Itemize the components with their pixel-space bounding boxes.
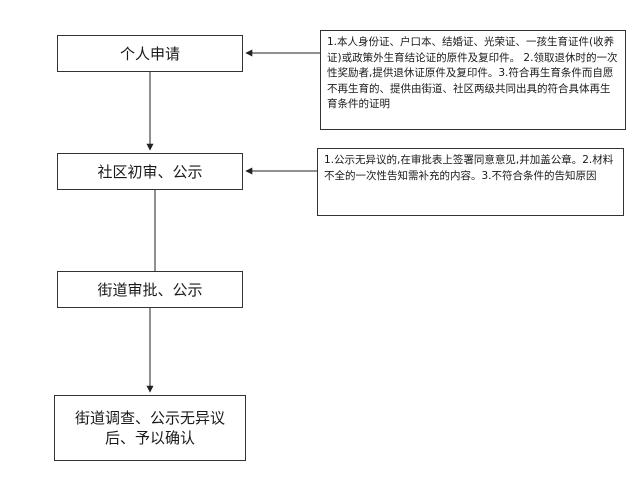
note-community-review: 1.公示无异议的,在审批表上签署同意意见,并加盖公章。2.材料不全的一次性告知需… bbox=[317, 148, 624, 216]
step-community-review-label: 社区初审、公示 bbox=[97, 162, 203, 181]
step-personal-application: 个人申请 bbox=[57, 35, 243, 72]
step-street-approval: 街道审批、公示 bbox=[57, 271, 243, 308]
note-community-review-text: 1.公示无异议的,在审批表上签署同意意见,并加盖公章。2.材料不全的一次性告知需… bbox=[324, 154, 614, 182]
step-street-confirmation: 街道调查、公示无异议后、予以确认 bbox=[54, 395, 246, 461]
step-street-approval-label: 街道审批、公示 bbox=[97, 280, 203, 299]
step-personal-application-label: 个人申请 bbox=[119, 44, 180, 63]
step-street-confirmation-label: 街道调查、公示无异议后、予以确认 bbox=[74, 409, 225, 447]
note-required-documents-text: 1.本人身份证、户口本、结婚证、光荣证、一孩生育证件(收养证)或政策外生育结论证… bbox=[327, 36, 618, 110]
step-community-review: 社区初审、公示 bbox=[57, 153, 243, 190]
note-required-documents: 1.本人身份证、户口本、结婚证、光荣证、一孩生育证件(收养证)或政策外生育结论证… bbox=[320, 30, 626, 130]
